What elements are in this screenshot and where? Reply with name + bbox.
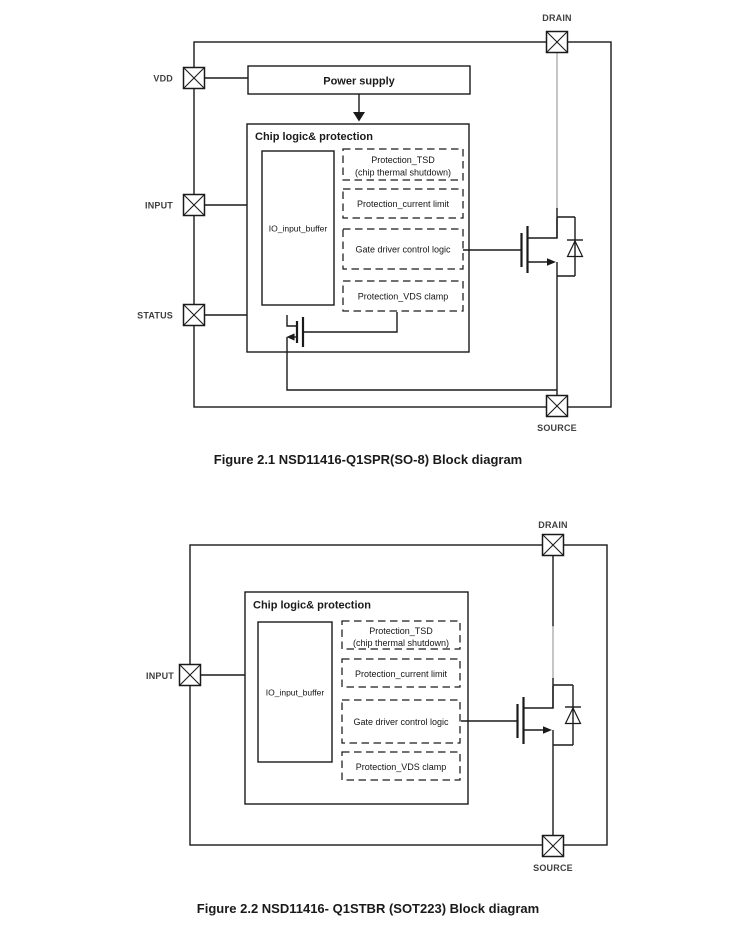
fig2-chip-logic-title: Chip logic& protection [253, 600, 371, 612]
fig2-protection-tsd-text-line2: (chip thermal shutdown) [353, 638, 449, 648]
fig1-drain-terminal [545, 30, 569, 54]
fig1-status-terminal [182, 303, 206, 327]
fig1-status-mosfet-source-wire [286, 337, 557, 391]
fig1-caption: Figure 2.1 NSD11416-Q1SPR(SO-8) Block di… [214, 452, 523, 467]
fig2-io-input-buffer-box [257, 621, 333, 763]
fig2-io-input-buffer-text: IO_input_buffer [266, 688, 325, 698]
fig2-power-mosfet-symbol [461, 685, 582, 836]
fig1-chip-logic-title: Chip logic& protection [255, 131, 373, 143]
fig1-power-mosfet-symbol [463, 217, 584, 396]
fig2-drain-terminal [541, 533, 565, 557]
fig2-drain-label: DRAIN [538, 520, 568, 530]
fig1-status-mosfet-gate-wire [304, 312, 398, 333]
fig2-protection-current-limit-box [341, 658, 461, 688]
fig1-protection-current-limit-box [342, 188, 464, 219]
fig1-drain-label: DRAIN [542, 13, 572, 23]
fig1-mosfet-source-wire [556, 262, 575, 396]
fig2-protection-vds-clamp-box [341, 751, 461, 781]
fig2-source-label: SOURCE [533, 863, 573, 873]
terminal-x-mark [183, 67, 205, 89]
fig1-protection-tsd-text-line1: Protection_TSD [371, 155, 435, 165]
fig2-protection-tsd-text-line1: Protection_TSD [369, 626, 433, 636]
fig2-protection-current-limit-text: Protection_current limit [355, 669, 448, 679]
fig1-protection-tsd-box [342, 148, 464, 181]
fig1-body-diode [566, 217, 584, 276]
fig1-input-terminal [182, 193, 206, 217]
fig1-vdd-label: VDD [153, 74, 173, 84]
fig1-mosfet-drain-lead [527, 218, 558, 239]
figure1-block-diagram: DRAIN VDD INPUT STATUS SOURCE Power supp… [137, 13, 612, 467]
fig2-mosfet-drain-lead [523, 686, 554, 709]
fig1-down-arrowhead [353, 112, 365, 122]
fig1-input-label: INPUT [145, 201, 173, 211]
fig1-protection-current-limit-text: Protection_current limit [357, 199, 450, 209]
fig2-caption: Figure 2.2 NSD11416- Q1STBR (SOT223) Blo… [197, 901, 539, 916]
fig1-gate-driver-text: Gate driver control logic [355, 245, 451, 255]
fig2-gate-driver-box [341, 699, 461, 744]
fig1-status-mosfet-source-arrow [286, 333, 295, 341]
fig2-protection-vds-clamp-text: Protection_VDS clamp [356, 762, 447, 772]
fig1-gate-driver-box [342, 228, 464, 270]
fig2-diode-triangle [564, 706, 582, 725]
terminal-x-mark [183, 304, 205, 326]
fig1-diode-triangle [566, 239, 584, 258]
fig2-input-label: INPUT [146, 671, 174, 681]
fig2-gate-driver-text: Gate driver control logic [353, 717, 449, 727]
fig2-mosfet-source-arrow [543, 726, 552, 734]
terminal-x-mark [542, 835, 564, 857]
fig1-status-label: STATUS [137, 311, 173, 321]
fig2-input-terminal [178, 663, 202, 687]
fig1-power-supply-text: Power supply [323, 76, 395, 88]
figure2-block-diagram: DRAIN INPUT SOURCE Chip logic& protectio… [146, 520, 608, 916]
fig1-io-input-buffer-box [261, 150, 335, 306]
fig1-power-supply-box [247, 65, 471, 95]
fig1-vdd-terminal [182, 66, 206, 90]
fig1-protection-vds-clamp-text: Protection_VDS clamp [358, 292, 449, 302]
fig1-mosfet-source-arrow [547, 258, 556, 266]
fig1-protection-tsd-text-line2: (chip thermal shutdown) [355, 168, 451, 178]
fig2-body-diode [564, 685, 582, 745]
fig2-source-terminal [541, 834, 565, 858]
fig1-source-label: SOURCE [537, 423, 577, 433]
fig1-status-mosfet-symbol [286, 312, 557, 391]
fig1-io-input-buffer-text: IO_input_buffer [269, 224, 328, 234]
terminal-x-mark [542, 534, 564, 556]
fig1-protection-vds-clamp-box [342, 280, 464, 312]
fig2-mosfet-source-wire [552, 730, 573, 836]
fig1-status-mosfet-drain-lead [286, 315, 296, 327]
fig1-source-terminal [545, 394, 569, 418]
terminal-x-mark [546, 395, 568, 417]
fig2-protection-tsd-box [341, 620, 461, 650]
terminal-x-mark [183, 194, 205, 216]
terminal-x-mark [546, 31, 568, 53]
terminal-x-mark [179, 664, 201, 686]
